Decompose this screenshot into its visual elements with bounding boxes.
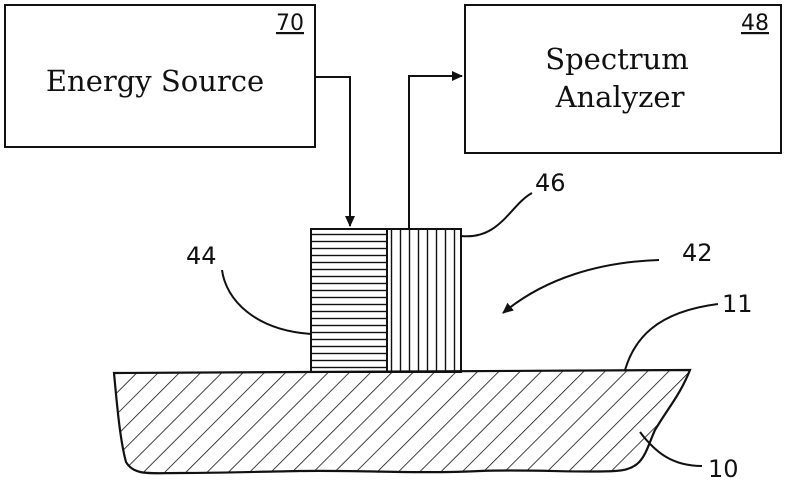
energy-source-block: 70 Energy Source <box>5 5 315 147</box>
ref-label-10: 10 <box>708 455 739 483</box>
leader-11 <box>625 304 718 370</box>
energy-source-ref: 70 <box>276 11 304 36</box>
ref-label-46: 46 <box>535 169 566 197</box>
ref-label-11: 11 <box>722 290 753 318</box>
spectrum-analyzer-block: 48 Spectrum Analyzer <box>465 5 781 153</box>
spectrum-analyzer-box <box>465 5 781 153</box>
spectrum-analyzer-ref: 48 <box>741 11 769 36</box>
structure-10 <box>114 370 690 473</box>
spectrum-analyzer-label-line2: Analyzer <box>555 80 685 114</box>
arrow-42 <box>503 260 659 313</box>
leader-44 <box>222 270 311 334</box>
leader-46 <box>461 193 532 236</box>
spectrum-analyzer-label-line1: Spectrum <box>545 42 689 76</box>
transducer-to-analyzer-arrow <box>409 76 462 228</box>
energy-source-label: Energy Source <box>46 64 264 98</box>
ref-label-44: 44 <box>186 242 217 270</box>
transducer-44 <box>311 229 387 372</box>
transducer-46 <box>387 229 461 372</box>
ref-label-42: 42 <box>682 239 713 267</box>
energy-source-to-transducer-arrow <box>316 77 350 226</box>
